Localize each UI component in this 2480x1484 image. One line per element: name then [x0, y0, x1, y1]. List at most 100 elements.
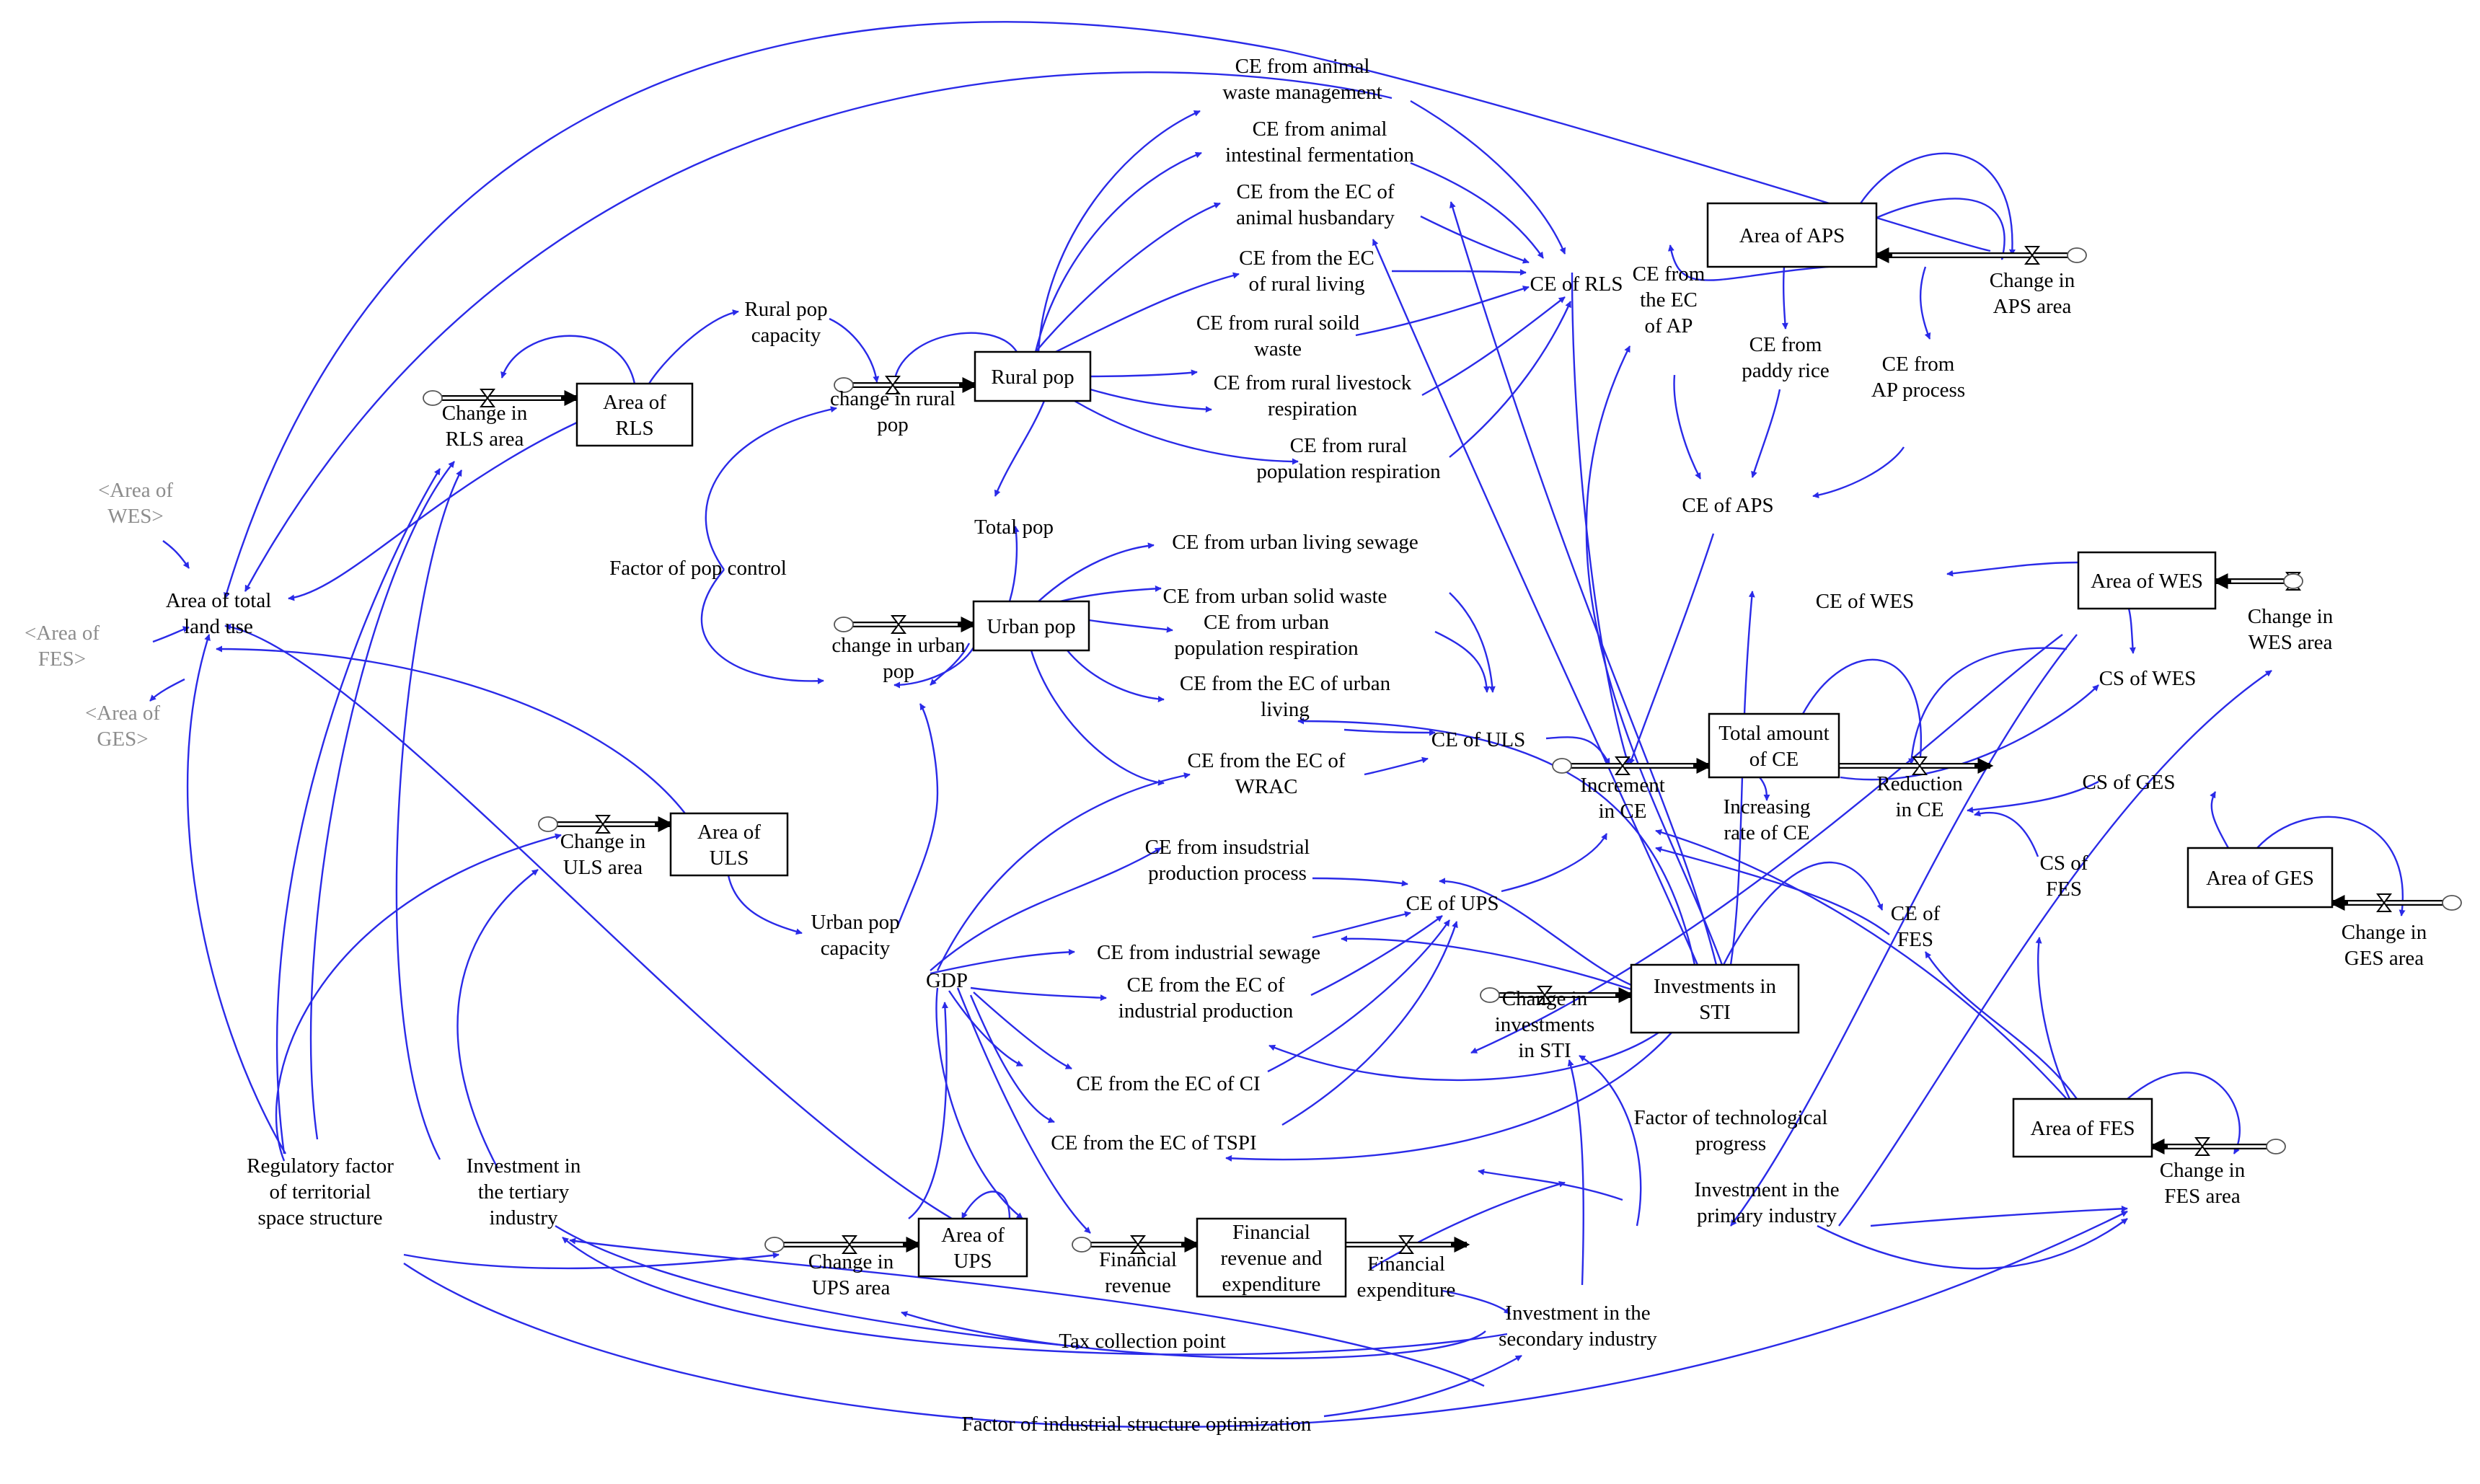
causal-link: [1729, 591, 1755, 966]
factor-industrial-structure: Factor of industrial structure optimizat…: [962, 1413, 1312, 1436]
causal-link: [1341, 935, 1632, 991]
flow-valve-icon: [885, 376, 901, 394]
causal-link: [186, 634, 287, 1154]
causal-link: [1781, 266, 1788, 330]
causal-link: [1667, 244, 1847, 281]
causal-link: [1812, 446, 1905, 499]
causal-link: [930, 948, 1075, 975]
causal-link: [901, 1311, 1486, 1359]
causal-link: [1840, 684, 2099, 781]
causal-link: [1410, 162, 1544, 259]
causal-link: [1449, 201, 1718, 966]
causal-link: [216, 645, 686, 814]
causal-link: [1801, 658, 1924, 767]
ce-of-aps: CE of APS: [1682, 494, 1773, 517]
causal-link: [244, 71, 1393, 592]
causal-link: [1420, 215, 1530, 264]
causal-link: [1722, 861, 1884, 966]
stock-investments-sti-box: [1630, 963, 1800, 1034]
causal-link: [973, 991, 1072, 1070]
causal-link: [1817, 1218, 2128, 1270]
causal-link: [1571, 272, 1630, 765]
flow-valve-icon: [480, 389, 495, 407]
causal-link: [1655, 829, 2068, 1100]
cs-of-ges: CS of GES: [2083, 771, 2176, 794]
stock-urban-pop-box: [972, 600, 1090, 652]
stock-area-aps-box: [1706, 202, 1878, 268]
flow-valve-icon: [2194, 1137, 2210, 1156]
cloud-source-icon: [538, 816, 558, 832]
causal-link: [395, 469, 463, 1160]
causal-link: [1924, 951, 2078, 1100]
stock-rural-pop-box: [974, 350, 1092, 402]
causal-link: [403, 1210, 2128, 1428]
causal-link: [555, 1224, 1082, 1350]
causal-link: [1225, 1032, 1672, 1162]
causal-link: [1052, 272, 1240, 355]
causal-link: [1585, 345, 1724, 966]
causal-link: [403, 1252, 780, 1270]
causal-link: [1090, 388, 1212, 413]
causal-link: [1034, 151, 1202, 353]
factor-pop-control: Factor of pop control: [609, 557, 787, 580]
causal-link: [2256, 816, 2406, 917]
cloud-source-icon: [2283, 573, 2303, 589]
causal-link: [500, 335, 636, 384]
causal-link: [456, 869, 539, 1169]
causal-link: [1323, 1354, 1522, 1418]
causal-link: [1730, 634, 2078, 1227]
causal-link: [224, 623, 953, 1220]
stock-area-wes-box: [2077, 551, 2217, 610]
cloud-source-icon: [834, 377, 854, 393]
causal-link: [2210, 791, 2230, 849]
causal-link: [1967, 780, 2099, 813]
stock-area-ges-box: [2186, 847, 2334, 909]
tax-collection-point: Tax collection point: [1059, 1330, 1226, 1353]
flow-valve-icon: [842, 1235, 857, 1254]
stock-area-rls-box: [575, 382, 694, 447]
causal-link: [908, 1002, 948, 1219]
causal-link: [288, 421, 578, 601]
ce-ec-tspi: CE from the EC of TSPI: [1051, 1131, 1256, 1154]
causal-link: [936, 772, 1191, 971]
causal-link: [948, 990, 1023, 1067]
cloud-source-icon: [1072, 1237, 1092, 1253]
causal-link: [1267, 919, 1450, 1073]
causal-link: [935, 987, 1023, 1219]
causal-link: [1628, 533, 1715, 765]
causal-link: [700, 569, 824, 684]
causal-link: [893, 647, 975, 689]
causal-link: [1410, 100, 1566, 255]
flow-valve-icon: [891, 615, 906, 634]
causal-link: [1310, 915, 1443, 997]
flow-valve-icon: [2376, 893, 2392, 912]
causal-link: [149, 678, 185, 702]
causal-link: [705, 406, 837, 570]
causal-link: [1355, 286, 1530, 337]
stock-area-ges: Area of GES: [2206, 867, 2314, 890]
causal-link: [930, 642, 971, 686]
causal-link: [1030, 650, 1165, 786]
causal-link: [1090, 369, 1198, 378]
ce-urban-living-sewage: CE from urban living sewage: [1172, 531, 1418, 554]
causal-link: [1343, 728, 1436, 736]
causal-link: [1372, 239, 1699, 966]
stock-total-ce-box: [1708, 712, 1840, 779]
causal-link: [969, 994, 1055, 1123]
causal-link: [1037, 110, 1201, 353]
causal-link: [994, 400, 1046, 497]
